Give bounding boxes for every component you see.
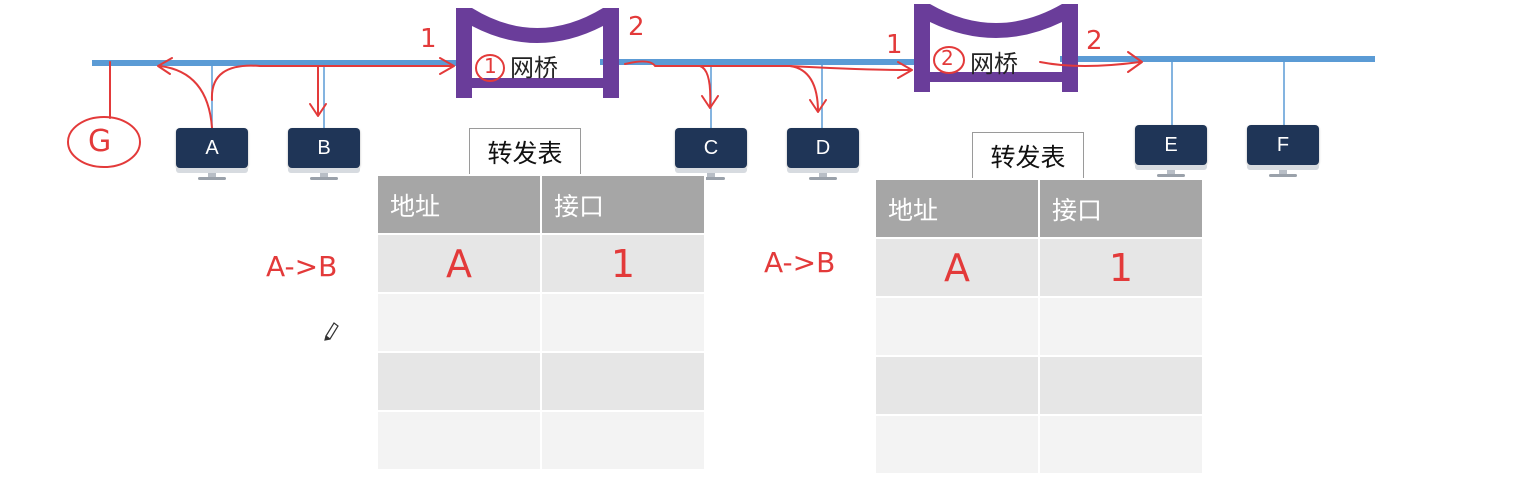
bridge-2-port-right: 2 bbox=[1086, 26, 1103, 56]
host-c: C bbox=[675, 128, 747, 184]
flow-annotation-right: A->B bbox=[764, 246, 836, 279]
annotation-arrow-to-bridge2 bbox=[789, 61, 913, 79]
bridge-1-port-left: 1 bbox=[420, 24, 437, 54]
annotation-arrow-to-d bbox=[699, 65, 827, 113]
host-f-label: F bbox=[1247, 125, 1319, 165]
annotation-arrow-to-b bbox=[309, 65, 327, 117]
hand-annotations bbox=[67, 46, 1143, 168]
forwarding-table-1-title: 转发表 bbox=[469, 128, 581, 176]
table-row bbox=[874, 414, 1204, 475]
bridge-2-label: 网桥 bbox=[970, 50, 1018, 78]
annotation-arrow-a-left bbox=[157, 57, 213, 129]
host-f: F bbox=[1247, 125, 1319, 181]
bridge-2-port-left: 1 bbox=[886, 30, 903, 60]
bridge-1-label: 网桥 bbox=[510, 54, 558, 82]
annotation-g-letter: G bbox=[88, 124, 112, 159]
host-d-label: D bbox=[787, 128, 859, 168]
table-row: A 1 bbox=[376, 233, 706, 294]
table-row bbox=[376, 292, 706, 353]
annotation-circle-g bbox=[67, 116, 141, 168]
forwarding-table-2-title: 转发表 bbox=[972, 132, 1084, 180]
bridge-2-circle-mark: 2 bbox=[941, 46, 954, 70]
host-b-label: B bbox=[288, 128, 360, 168]
table-2-header-address: 地址 bbox=[874, 178, 1040, 239]
forwarding-table-2: 地址 接口 A 1 bbox=[874, 178, 1204, 475]
annotation-circle-bridge2 bbox=[933, 46, 965, 74]
table-row bbox=[874, 296, 1204, 357]
table-1-cell-address: A bbox=[446, 241, 472, 286]
pencil-cursor-icon bbox=[324, 322, 339, 341]
host-e: E bbox=[1135, 125, 1207, 181]
table-1-cell-port: 1 bbox=[610, 241, 636, 286]
table-2-header-port: 接口 bbox=[1038, 178, 1204, 239]
table-row bbox=[874, 355, 1204, 416]
host-b: B bbox=[288, 128, 360, 184]
host-d: D bbox=[787, 128, 859, 184]
host-c-label: C bbox=[675, 128, 747, 168]
annotation-arrow-a-right bbox=[210, 57, 455, 101]
table-row bbox=[376, 410, 706, 471]
flow-annotation-left: A->B bbox=[266, 250, 338, 283]
annotation-arrow-bridge2-out bbox=[1039, 51, 1143, 73]
host-a-label: A bbox=[176, 128, 248, 168]
bridge-1-port-right: 2 bbox=[628, 12, 645, 42]
annotation-arrow-bridge1-out bbox=[624, 60, 719, 109]
annotation-circle-bridge1 bbox=[475, 54, 505, 82]
bridge-1-circle-mark: 1 bbox=[484, 54, 497, 78]
bridge-1-icon bbox=[456, 8, 619, 98]
table-1-header-port: 接口 bbox=[540, 174, 706, 235]
table-2-cell-address: A bbox=[944, 245, 970, 290]
table-row: A 1 bbox=[874, 237, 1204, 298]
table-row bbox=[376, 351, 706, 412]
host-a: A bbox=[176, 128, 248, 184]
table-1-header-address: 地址 bbox=[376, 174, 542, 235]
forwarding-table-1: 地址 接口 A 1 bbox=[376, 174, 706, 471]
host-e-label: E bbox=[1135, 125, 1207, 165]
bridge-2-icon bbox=[914, 4, 1078, 92]
table-2-cell-port: 1 bbox=[1108, 245, 1134, 290]
